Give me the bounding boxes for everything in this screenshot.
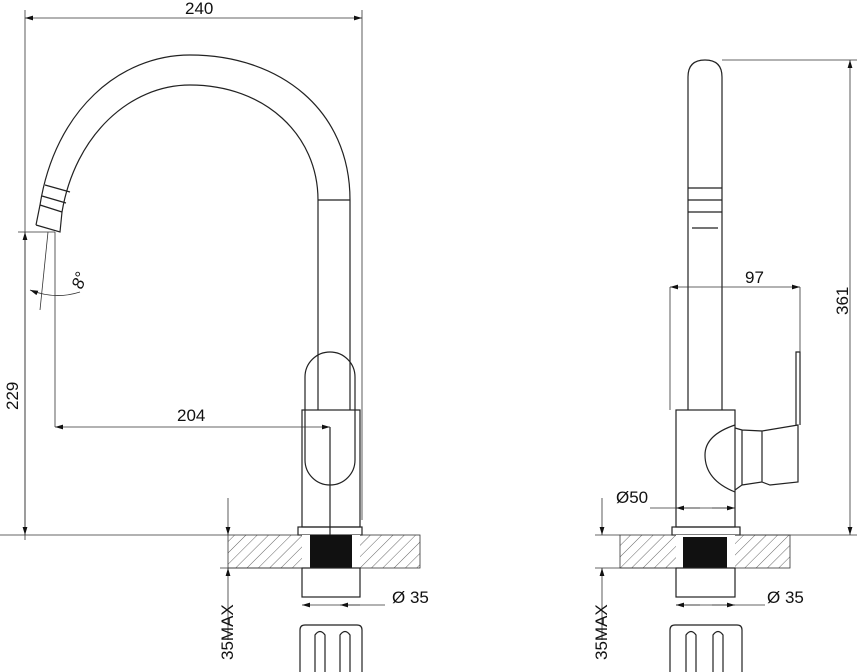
spout-outer [39, 54, 351, 410]
spout-inner [61, 84, 319, 410]
dim-angle: 8° [68, 269, 91, 291]
dim-dia50: Ø50 [616, 488, 648, 507]
side-handle [704, 351, 801, 493]
front-view: 240 229 8° 204 Ø 35 35MAX [0, 0, 429, 672]
body [301, 409, 361, 528]
nut [299, 624, 363, 672]
dim-35max-right: 35MAX [592, 604, 611, 660]
dim-35max-left: 35MAX [218, 604, 237, 660]
dim-204: 204 [177, 406, 205, 425]
side-mount-block [683, 537, 727, 568]
side-body [675, 409, 736, 528]
mount-block [310, 535, 352, 568]
dim-229: 229 [3, 382, 22, 410]
column [687, 59, 723, 410]
dim-dia35-right: Ø 35 [767, 588, 804, 607]
dim-97: 97 [745, 268, 764, 287]
dim-361: 361 [833, 287, 852, 315]
side-nut [669, 624, 743, 672]
aerator [35, 184, 71, 233]
side-view: 361 97 Ø50 Ø 35 35MAX [592, 59, 857, 672]
dim-240: 240 [185, 0, 213, 18]
dim-dia35-left: Ø 35 [392, 588, 429, 607]
